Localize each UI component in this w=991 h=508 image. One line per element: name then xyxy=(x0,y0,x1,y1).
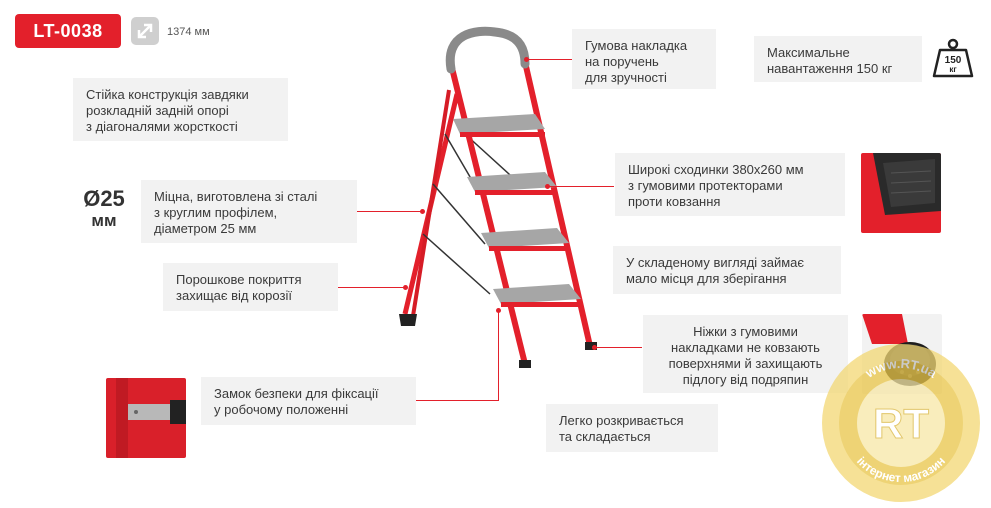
ladder-illustration xyxy=(399,26,597,368)
dot-coating xyxy=(403,285,408,290)
height-value: 1374 мм xyxy=(167,26,210,38)
feature-coating: Порошкове покриття захищає від корозії xyxy=(163,263,338,311)
connector-coating xyxy=(338,287,406,288)
connector-steel xyxy=(357,211,424,212)
connector-feet xyxy=(596,347,642,348)
feature-max-load: Максимальне навантаження 150 кг xyxy=(754,36,922,82)
svg-text:кг: кг xyxy=(949,65,957,74)
dot-handrail xyxy=(524,57,529,62)
feature-feet: Ніжки з гумовими накладками не ковзають … xyxy=(643,315,848,393)
diameter-label: Ø25 мм xyxy=(83,186,125,231)
connector-lock-horizontal xyxy=(416,400,499,401)
feature-steel: Міцна, виготовлена зі сталі з круглим пр… xyxy=(141,180,357,243)
dot-steps xyxy=(545,184,550,189)
feature-folding: Легко розкривається та складається xyxy=(546,404,718,452)
feature-handrail: Гумова накладка на поручень для зручност… xyxy=(572,29,716,89)
feature-stability: Стійка конструкція завдяки розкладній за… xyxy=(73,78,288,141)
dot-lock xyxy=(496,308,501,313)
svg-text:150: 150 xyxy=(945,55,962,66)
weight-icon: 150 кг xyxy=(932,38,974,78)
dot-steel xyxy=(420,209,425,214)
safety-lock-photo xyxy=(106,378,186,458)
product-code-badge: LT-0038 xyxy=(15,14,121,48)
connector-handrail xyxy=(528,59,572,60)
resize-diagonal-icon xyxy=(131,17,159,45)
connector-lock-vertical xyxy=(498,312,499,400)
step-tread-photo xyxy=(861,153,941,233)
feature-steps: Широкі сходинки 380х260 мм з гумовими пр… xyxy=(615,153,845,216)
dot-feet xyxy=(592,345,597,350)
feature-storage: У складеному вигляді займає мало місця д… xyxy=(613,246,841,294)
feature-lock: Замок безпеки для фіксації у робочому по… xyxy=(201,377,416,425)
rt-watermark-logo: RT www.RT.ua інтернет магазин xyxy=(822,344,980,502)
svg-text:RT: RT xyxy=(873,400,929,447)
connector-steps xyxy=(548,186,614,187)
